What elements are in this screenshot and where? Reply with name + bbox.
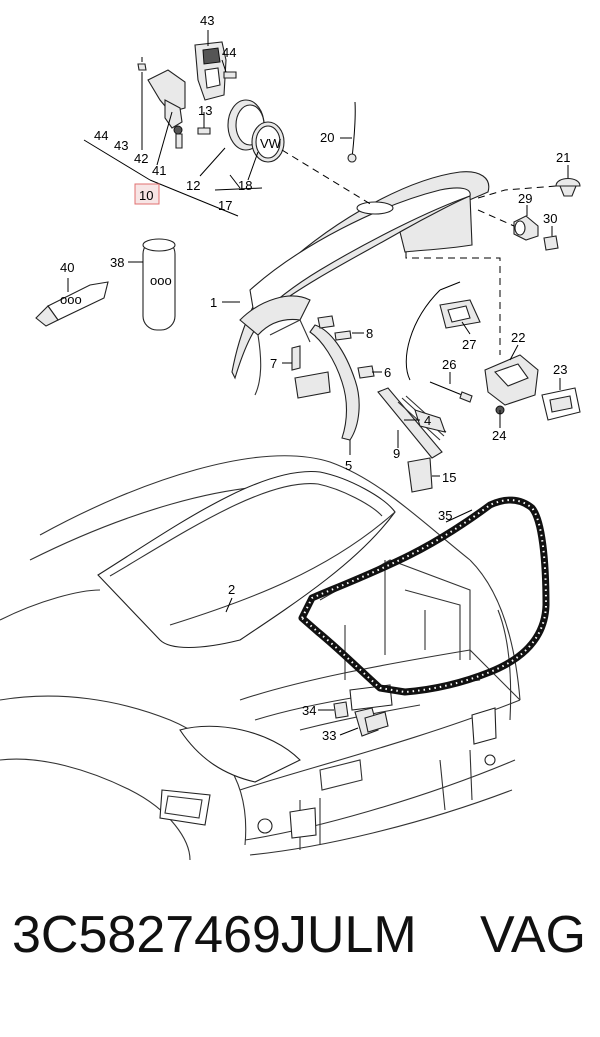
lock-assembly-43 [194,41,237,101]
svg-text:VW: VW [260,136,282,151]
callout: 29 [518,191,532,206]
callout: 24 [492,428,506,443]
callout: 33 [322,728,336,743]
callout: 12 [186,178,200,193]
callout: 4 [424,413,431,428]
hinge-assembly-41 [137,57,186,149]
callout: 26 [442,357,456,372]
callout: 43 [200,13,214,28]
grease-tube-40: ooo [35,281,109,327]
brand-label: VAG [480,906,586,964]
emblem-handle-18: VW [197,99,285,163]
callout: 30 [543,211,557,226]
callout: 6 [384,365,391,380]
footer: 3C5827469JULM VAG [0,905,600,1015]
callout: 38 [110,255,124,270]
callout-numbers: 43 44 44 43 42 41 10 13 12 18 17 20 21 2… [60,13,570,743]
callout: 2 [228,582,235,597]
bumper-29-30 [513,215,559,251]
parts-diagram: VW ooo ooo [0,13,581,861]
trunk-seal [298,496,550,696]
release-handle-27 [405,281,481,381]
callout: 21 [556,150,570,165]
callout: 8 [366,326,373,341]
adhesive-tube-38: ooo [142,238,176,331]
latch-22 [484,354,539,415]
svg-text:ooo: ooo [150,273,172,288]
hinge-5 [291,315,360,441]
callout: 10 [139,188,153,203]
callout: 17 [218,198,232,213]
clip-21 [555,177,581,197]
callout: 20 [320,130,334,145]
callout: 9 [393,446,400,461]
callout: 41 [152,163,166,178]
car-body [0,455,521,861]
trunk-lid [231,171,490,396]
callout: 35 [438,508,452,523]
callout: 15 [442,470,456,485]
callout: 7 [270,356,277,371]
callout: 34 [302,703,316,718]
callout: 42 [134,151,148,166]
highlight-box-10 [134,183,160,205]
clip-33-34 [333,701,389,737]
bracket-23 [541,387,581,421]
callout: 18 [238,178,252,193]
leader-lines [67,30,569,736]
callout: 43 [114,138,128,153]
rear-window [97,470,396,649]
callout: 40 [60,260,74,275]
callout: 1 [210,295,217,310]
callout: 22 [511,330,525,345]
svg-text:ooo: ooo [60,292,82,307]
gas-strut-4-9 [377,387,447,459]
callout: 44 [222,45,236,60]
callout: 44 [94,128,108,143]
callout: 27 [462,337,476,352]
callout: 23 [553,362,567,377]
part-number: 3C5827469JULM [12,906,417,964]
callout: 5 [345,458,352,473]
callout: 13 [198,103,212,118]
